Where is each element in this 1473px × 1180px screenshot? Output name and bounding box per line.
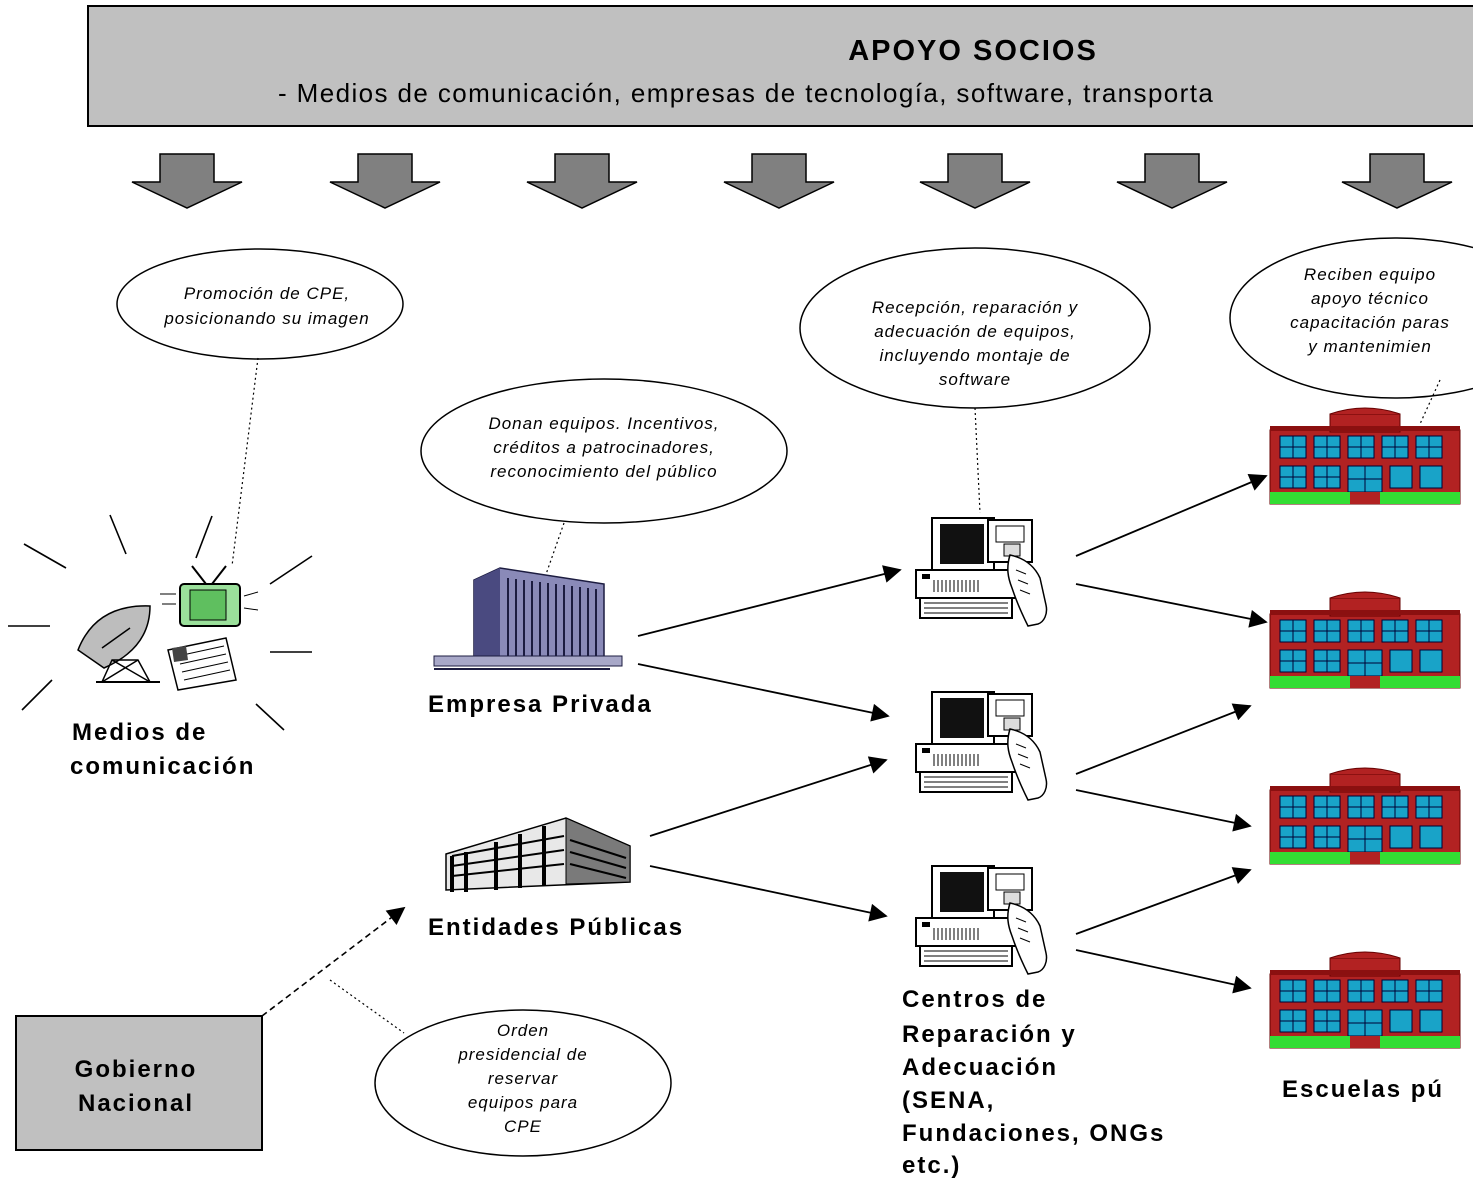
down-arrow-icon xyxy=(526,153,638,209)
down-arrow-icon xyxy=(329,153,441,209)
callout-connectors xyxy=(231,357,1441,1034)
school-icon xyxy=(1269,591,1461,689)
bubble-schools-line: apoyo técnico xyxy=(1311,289,1429,308)
office-building-icon xyxy=(433,567,623,670)
down-arrow-icon xyxy=(1116,153,1228,209)
bubble-government-line: CPE xyxy=(504,1117,542,1136)
banner-subtitle: - Medios de comunicación, empresas de te… xyxy=(278,78,1214,108)
newspaper-icon xyxy=(167,637,237,691)
government-label: Nacional xyxy=(78,1090,194,1117)
bubble-government-line: equipos para xyxy=(468,1093,578,1112)
bubble-centers-line: software xyxy=(939,370,1011,389)
centers-label: (SENA, xyxy=(902,1087,995,1114)
banner: APOYO SOCIOS - Medios de comunicación, e… xyxy=(87,5,1473,127)
bubble-centers-line: adecuación de equipos, xyxy=(874,322,1076,341)
centers-label: Reparación y xyxy=(902,1021,1077,1048)
down-arrow-icon xyxy=(131,153,243,209)
bubble-private-line: créditos a patrocinadores, xyxy=(493,438,715,457)
media-icon xyxy=(8,514,313,731)
flow-arrow xyxy=(1075,583,1268,628)
bubble-private: Donan equipos. Incentivos, créditos a pa… xyxy=(420,378,788,524)
public-building-icon xyxy=(445,817,631,892)
flow-arrow xyxy=(1075,703,1252,775)
bubble-centers: Recepción, reparación y adecuación de eq… xyxy=(799,247,1151,409)
schools-label: Escuelas pú xyxy=(1282,1076,1444,1103)
flow-arrow xyxy=(1075,473,1268,557)
school-icon xyxy=(1269,951,1461,1049)
media-label: Medios de xyxy=(72,719,207,746)
bubble-private-line: reconocimiento del público xyxy=(490,462,717,481)
bubble-government-line: reservar xyxy=(488,1069,559,1088)
down-arrow-icon xyxy=(723,153,835,209)
tv-icon xyxy=(160,565,259,627)
bubble-government-line: Orden xyxy=(497,1021,549,1040)
centers-label: etc.) xyxy=(902,1152,961,1179)
centers-label: Fundaciones, ONGs xyxy=(902,1120,1165,1147)
banner-box xyxy=(87,5,1473,127)
down-arrows xyxy=(131,153,1453,209)
computer-icon xyxy=(915,691,1048,801)
flow-arrow xyxy=(637,663,890,722)
flow-arrow xyxy=(1075,789,1252,832)
bubble-media: Promoción de CPE, posicionando su imagen xyxy=(116,248,404,360)
bubble-schools: Reciben equipo apoyo técnico capacitació… xyxy=(1229,237,1473,399)
flow-arrow xyxy=(1075,949,1252,994)
flow-arrow xyxy=(1075,867,1252,935)
down-arrow-icon xyxy=(919,153,1031,209)
centers-label: Centros de xyxy=(902,986,1047,1013)
media-label: comunicación xyxy=(70,753,255,780)
flow-arrow xyxy=(637,565,902,637)
bubble-centers-line: incluyendo montaje de xyxy=(879,346,1070,365)
school-icon xyxy=(1269,767,1461,865)
bubble-schools-line: capacitación paras xyxy=(1290,313,1450,332)
computer-icon xyxy=(915,517,1048,627)
flow-arrow xyxy=(649,756,888,837)
banner-title: APOYO SOCIOS xyxy=(848,35,1098,67)
down-arrow-icon xyxy=(1341,153,1453,209)
bubble-media-line: Promoción de CPE, xyxy=(184,284,350,303)
government-box: Gobierno Nacional xyxy=(15,1015,263,1151)
government-to-public-arrow xyxy=(261,906,406,1017)
centers-label: Adecuación xyxy=(902,1054,1058,1081)
flow-arrow xyxy=(649,865,888,922)
flow-arrows xyxy=(637,473,1268,994)
computer-icon xyxy=(915,865,1048,975)
satellite-dish-icon xyxy=(77,605,160,683)
bubble-government: Orden presidencial de reservar equipos p… xyxy=(374,1009,672,1157)
school-icon xyxy=(1269,407,1461,505)
bubble-schools-line: y mantenimien xyxy=(1307,337,1432,356)
private-label: Empresa Privada xyxy=(428,691,653,718)
bubble-centers-line: Recepción, reparación y xyxy=(872,298,1079,317)
public-label: Entidades Públicas xyxy=(428,914,684,941)
bubble-media-line: posicionando su imagen xyxy=(163,309,369,328)
government-label: Gobierno xyxy=(75,1056,198,1083)
bubble-government-line: presidencial de xyxy=(457,1045,587,1064)
bubble-private-line: Donan equipos. Incentivos, xyxy=(488,414,719,433)
bubble-schools-line: Reciben equipo xyxy=(1304,265,1436,284)
